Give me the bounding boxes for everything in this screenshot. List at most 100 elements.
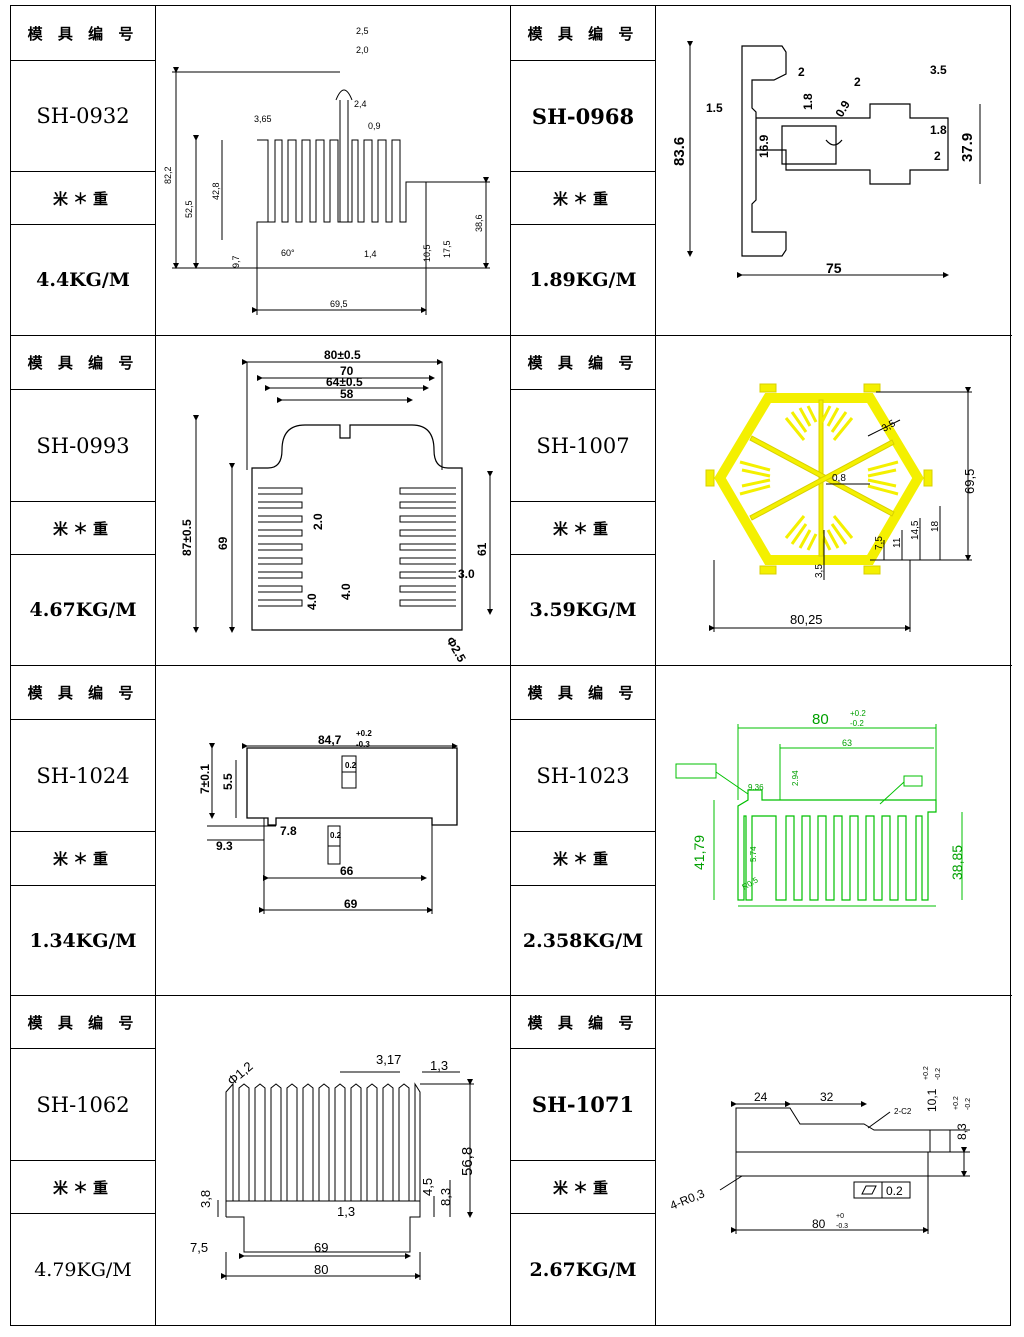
dim-32: 32 — [820, 1090, 834, 1104]
drawing-sh-1023 — [675, 724, 963, 907]
dim-4-0a: 4.0 — [339, 583, 353, 600]
dim-2-0: 2,0 — [356, 45, 369, 55]
dim-8-3: 8,3 — [955, 1123, 969, 1140]
dim-7-5: 7,5 — [190, 1240, 208, 1255]
flat-0-2a: 0.2 — [345, 761, 357, 770]
dim-4-5: 4,5 — [420, 1178, 435, 1196]
dim-61: 61 — [475, 542, 489, 556]
weight-value: 4.79KG/M — [11, 1214, 156, 1325]
dim-0-9: 0,9 — [368, 121, 381, 131]
dim-2b: 2 — [854, 75, 861, 89]
weight-label: 米＊重 — [11, 832, 156, 886]
dim-4-0b: 4.0 — [305, 593, 319, 610]
dim-1-5: 1.5 — [706, 101, 723, 115]
code-cell: SH-1023 — [511, 720, 656, 832]
mold-no-label: 模 具 编 号 — [11, 336, 156, 390]
weight-label: 米＊重 — [11, 502, 156, 555]
dim-9-3: 9.3 — [216, 839, 233, 853]
dim-38-85: 38,85 — [949, 845, 965, 880]
dim-69: 69 — [344, 897, 358, 911]
tol-upper: +0.2 — [850, 709, 866, 718]
tol-8-3-upper: +0.2 — [953, 1096, 960, 1110]
dim-80: 80±0.5 — [324, 348, 361, 362]
drawing-cell — [156, 336, 511, 666]
sh-0993-labels: 80±0.5 70 64±0.5 58 87±0.5 69 2.0 61 3.0… — [180, 348, 489, 665]
code-cell: SH-0932 — [11, 61, 156, 172]
weight-value: 1.89KG/M — [511, 225, 656, 336]
dim-1-8b: 1.8 — [930, 123, 947, 137]
dim-16-9: 16.9 — [757, 134, 771, 158]
tol-lower: -0.3 — [356, 740, 370, 749]
dim-1-3b: 1,3 — [337, 1204, 355, 1219]
code-cell: SH-1071 — [511, 1049, 656, 1161]
weight-value: 4.67KG/M — [11, 555, 156, 666]
dim-58: 58 — [340, 387, 354, 401]
weight-value: 1.34KG/M — [11, 886, 156, 996]
code-cell: SH-1007 — [511, 390, 656, 502]
dim-2c: 2 — [934, 149, 941, 163]
mold-no-label: 模 具 编 号 — [511, 6, 656, 61]
sh-1007-labels: 3,5 69,5 0,8 14,5 18 11 7,5 3,5 80,25 — [790, 418, 977, 627]
sh-1071-labels: 24 32 2-C2 10,1 +0.2 -0.2 8,3 +0.2 -0.2 … — [668, 1066, 972, 1231]
dim-3-0: 3.0 — [458, 567, 475, 581]
dim-11: 11 — [892, 537, 903, 548]
tol-80-upper: +0 — [836, 1213, 844, 1220]
drawing-cell — [656, 336, 1012, 666]
dim-87: 87±0.5 — [180, 519, 194, 556]
weight-label: 米＊重 — [11, 172, 156, 225]
code-cell: SH-0993 — [11, 390, 156, 502]
dim-18: 18 — [930, 520, 941, 532]
weight-label: 米＊重 — [511, 172, 656, 225]
code-cell: SH-0968 — [511, 61, 656, 172]
dim-37-9: 37.9 — [959, 133, 976, 162]
dim-1-3a: 1,3 — [430, 1058, 448, 1073]
mold-no-label: 模 具 编 号 — [511, 336, 656, 390]
dim-60-deg: 60° — [281, 248, 295, 258]
dim-80: 80 — [812, 1217, 826, 1231]
mold-no-label: 模 具 编 号 — [511, 996, 656, 1049]
drawing-sh-1071 — [719, 1101, 970, 1234]
drawing-cell — [156, 666, 511, 996]
dim-80: 80 — [812, 711, 829, 728]
dim-3-5: 3.5 — [930, 63, 947, 77]
mold-no-label: 模 具 编 号 — [11, 666, 156, 720]
dim-63: 63 — [842, 738, 852, 748]
dim-70: 70 — [340, 364, 354, 378]
weight-label: 米＊重 — [11, 1161, 156, 1214]
dim-69: 69 — [216, 536, 230, 550]
dim-38-6: 38,6 — [474, 214, 484, 232]
dim-phi-1-2: Φ1,2 — [224, 1059, 255, 1089]
dim-82-2: 82,2 — [163, 166, 173, 184]
dim-2a: 2 — [798, 65, 805, 79]
dim-42-8: 42,8 — [211, 182, 221, 200]
drawing-sh-1062 — [217, 1071, 474, 1280]
dim-24: 24 — [754, 1090, 768, 1104]
code-cell: SH-1024 — [11, 720, 156, 832]
mold-no-label: 模 具 编 号 — [11, 6, 156, 61]
tol-upper: +0.2 — [356, 729, 372, 738]
tol-lower: -0.2 — [850, 719, 864, 728]
drawing-cell — [156, 6, 511, 336]
dim-83-6: 83.6 — [671, 137, 688, 166]
tol-80-lower: -0.3 — [836, 1223, 848, 1230]
drawing-sh-1024 — [207, 743, 458, 914]
dim-8-3: 8,3 — [438, 1188, 453, 1206]
dim-52-5: 52,5 — [184, 200, 194, 218]
dim-69-5: 69,5 — [330, 299, 348, 309]
dim-2-0: 2.0 — [311, 513, 325, 530]
dim-69: 69 — [314, 1240, 328, 1255]
dim-69-5: 69,5 — [962, 469, 977, 494]
flat-0-2b: 0.2 — [330, 831, 342, 840]
tol-8-3-lower: -0.2 — [965, 1098, 972, 1110]
catalog-sheet: 模 具 编 号 SH-0932 米＊重 4.4KG/M 模 具 编 号 SH-0… — [10, 5, 1012, 1326]
dim-5-5: 5.5 — [221, 773, 235, 790]
dim-84-7: 84,7 — [318, 733, 342, 747]
chamfer-2-c2: 2-C2 — [894, 1107, 912, 1116]
dim-1-4: 1,4 — [364, 249, 377, 259]
dim-10-1: 10,1 — [925, 1088, 939, 1112]
sh-1024-labels: 84,7 +0.2 -0.3 7±0.1 5.5 7.8 9.3 66 69 0… — [198, 729, 372, 911]
drawing-sh-0993 — [193, 359, 493, 633]
weight-value: 2.67KG/M — [511, 1214, 656, 1325]
dim-80-25: 80,25 — [790, 612, 823, 627]
dim-17-5: 17,5 — [442, 240, 452, 258]
